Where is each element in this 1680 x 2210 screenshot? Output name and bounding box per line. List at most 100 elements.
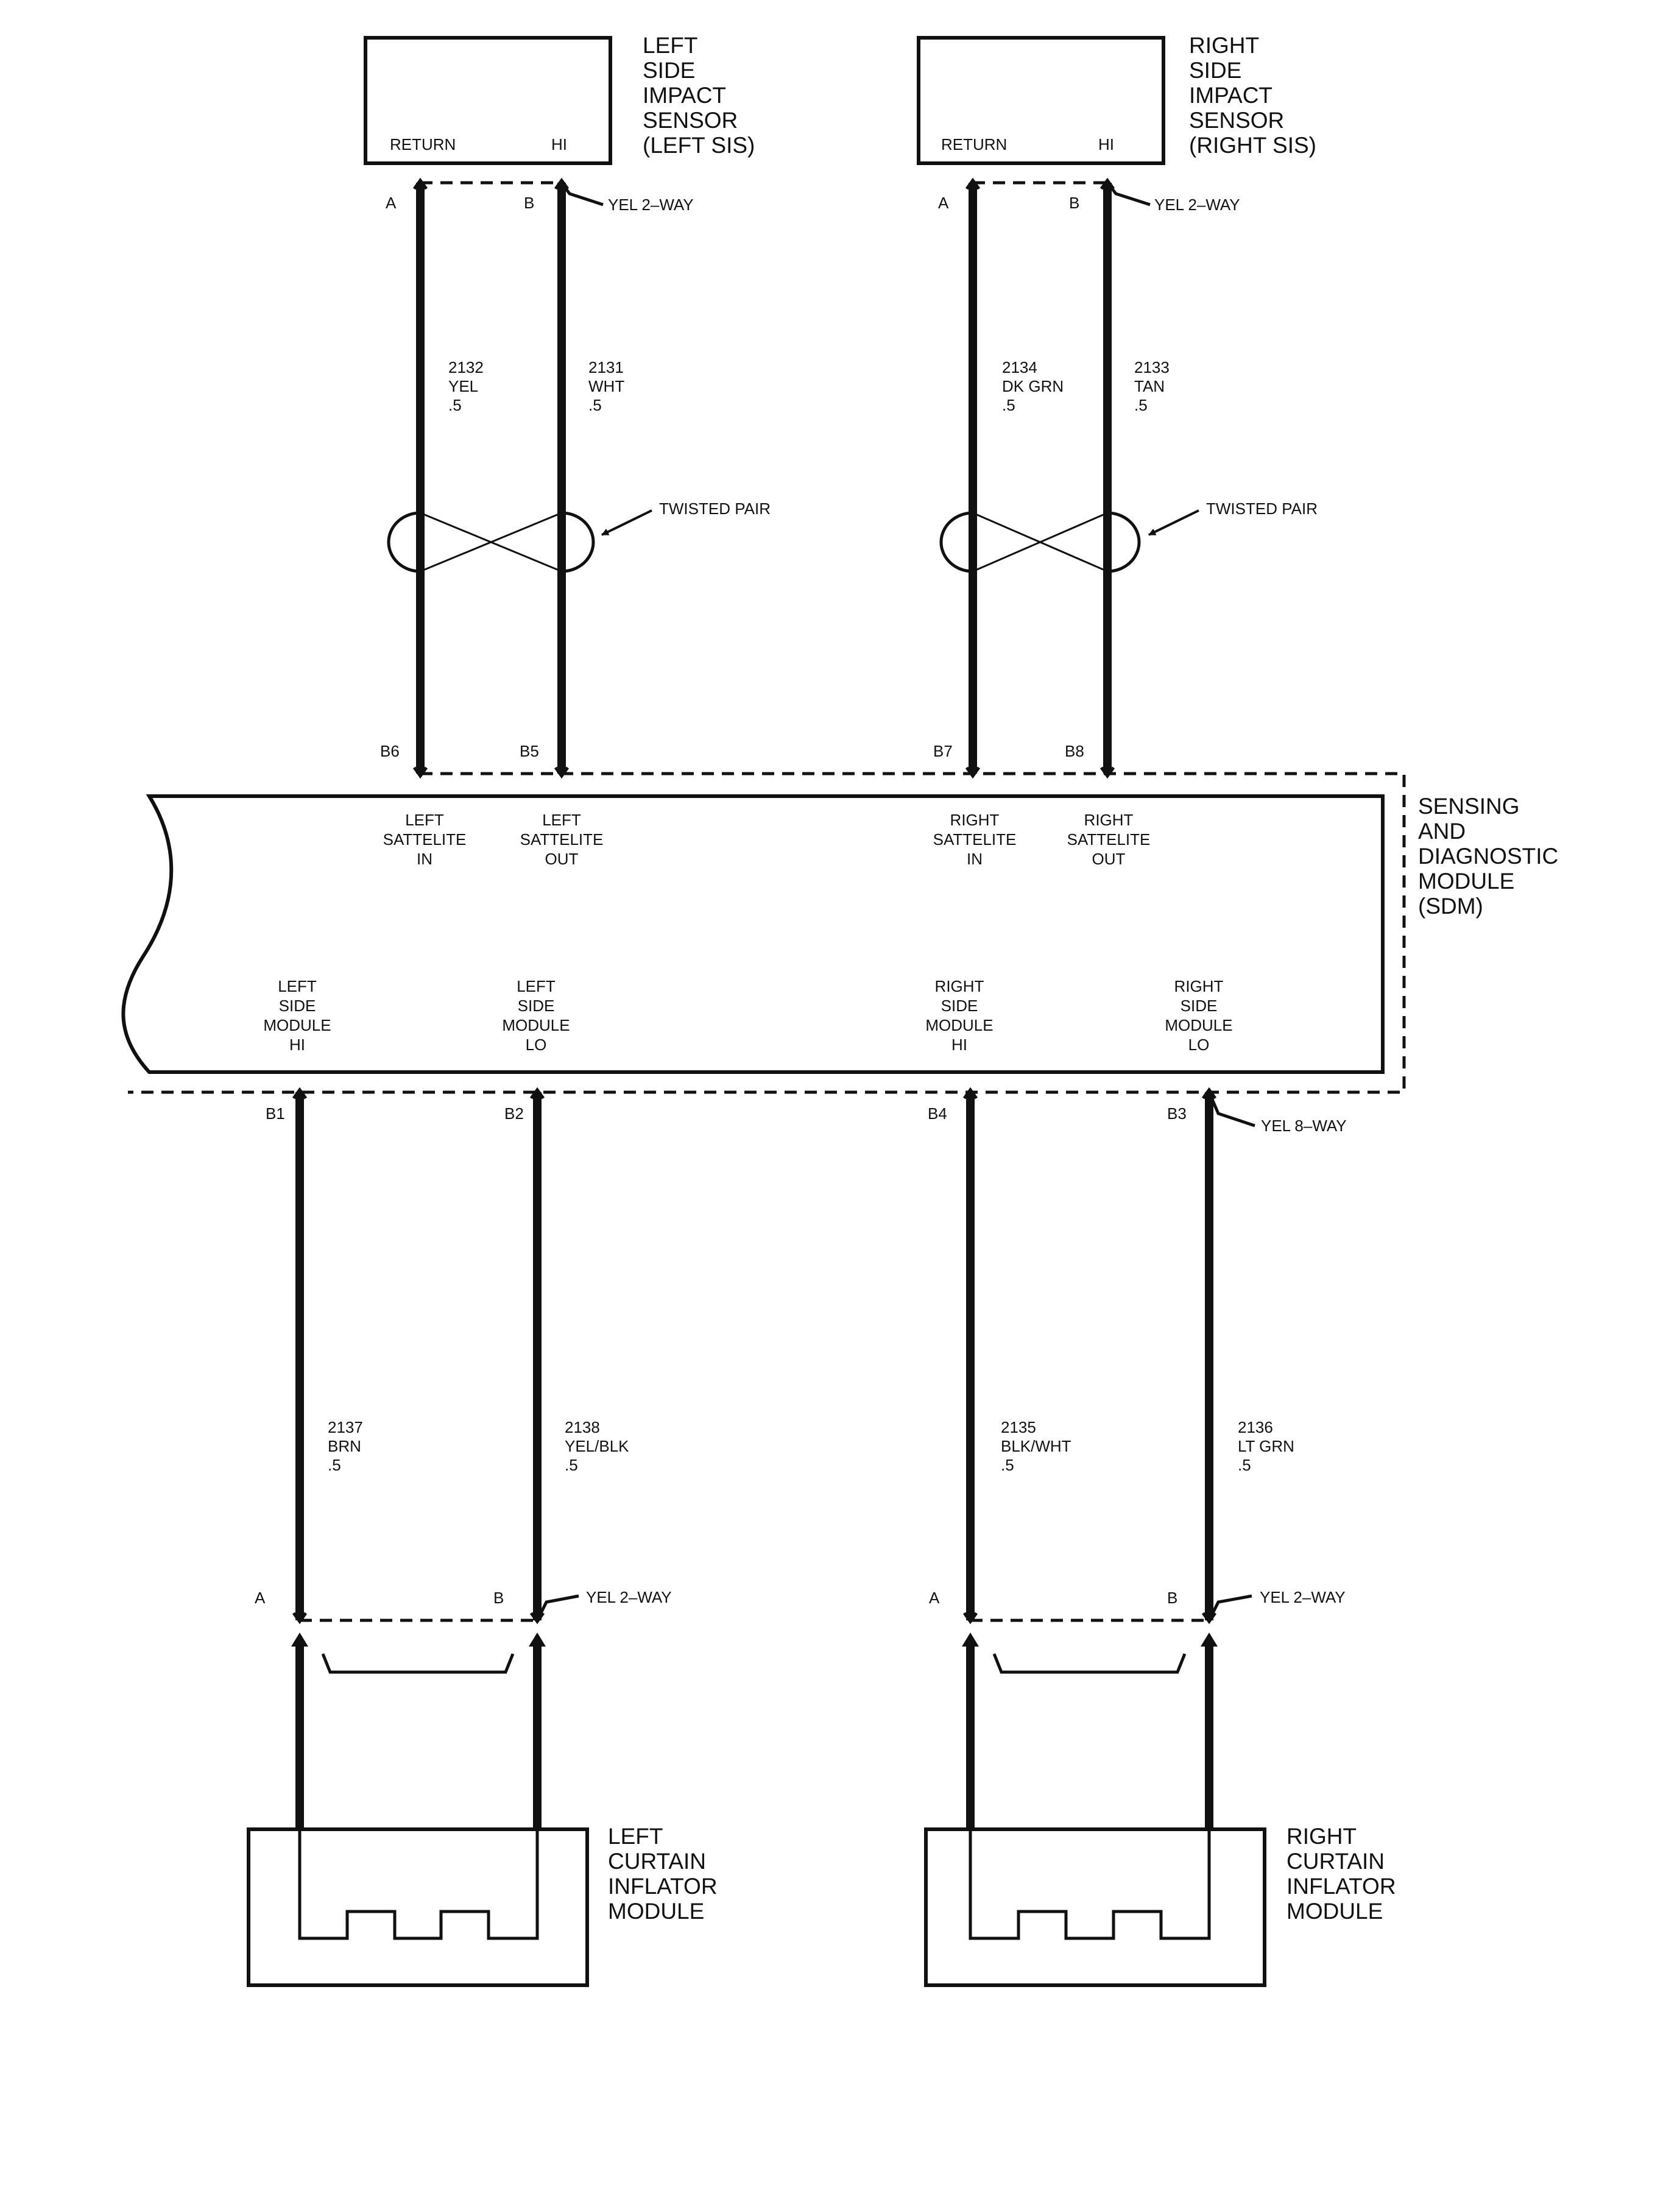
wire-2131-gauge: .5 (588, 396, 602, 414)
wire-2137-circuit: 2137 (328, 1418, 363, 1436)
sdm-name-line-4: MODULE (1418, 869, 1514, 894)
sdm-pin-b4: B4 (928, 1104, 947, 1123)
wire-2132-color: YEL (448, 377, 478, 395)
right-cim-name-line-2: CURTAIN (1286, 1849, 1385, 1874)
wire-2135-color: BLK/WHT (1001, 1437, 1071, 1455)
wire-2138-color: YEL/BLK (565, 1437, 629, 1455)
sdm-left-side-module-lo-line-1: LEFT (517, 977, 556, 995)
right-sis-name-line-5: (RIGHT SIS) (1189, 133, 1316, 158)
left-sis-name-line-2: SIDE (643, 58, 695, 83)
sdm-pin-b5: B5 (520, 742, 539, 760)
wire-2134-color: DK GRN (1002, 377, 1064, 395)
sdm-pin-b1: B1 (266, 1104, 285, 1123)
sdm-right-sattelite-out-line-1: RIGHT (1084, 811, 1134, 829)
left-cim-connector-label: YEL 2–WAY (586, 1588, 672, 1606)
left-cim-pin-a: A (255, 1589, 266, 1607)
wire-2138-gauge: .5 (565, 1456, 578, 1474)
left-cim-name-line-1: LEFT (608, 1824, 663, 1849)
cim-lead-wires (291, 1633, 1218, 1829)
right-sis-name-line-3: IMPACT (1189, 83, 1272, 108)
sdm-right-sattelite-in-line-2: SATTELITE (933, 830, 1017, 849)
right-sis-name-line-2: SIDE (1189, 58, 1241, 83)
sdm-name-line-2: AND (1418, 819, 1466, 844)
left-sis-name-line-4: SENSOR (643, 108, 738, 133)
wire-2132-circuit: 2132 (448, 358, 484, 376)
right-cim-pin-b: B (1167, 1589, 1177, 1607)
left-cim-name-line-3: INFLATOR (608, 1874, 718, 1899)
upper-wire-labels: 2132 YEL .5 2131 WHT .5 2134 DK GRN .5 2… (448, 358, 1170, 414)
sdm-left-side-module-hi-line-4: HI (289, 1036, 305, 1054)
sdm-pin-b7: B7 (933, 742, 953, 760)
sdm-left-sattelite-in-line-2: SATTELITE (383, 830, 467, 849)
right-sis-pin-a: A (938, 194, 949, 212)
sdm-left-side-module-hi-line-3: MODULE (263, 1016, 331, 1034)
sdm-right-side-module-hi-line-2: SIDE (941, 997, 978, 1015)
left-cim-squib-icon (298, 1829, 539, 1940)
right-sis-connector: YEL 2–WAY A B (938, 181, 1240, 214)
wire-2133-circuit: 2133 (1134, 358, 1170, 376)
wire-2135-circuit: 2135 (1001, 1418, 1036, 1436)
sdm-left-side-module-lo-line-2: SIDE (518, 997, 555, 1015)
sdm-right-sattelite-out-line-3: OUT (1092, 850, 1126, 868)
sdm-left-side-module-hi-line-1: LEFT (278, 977, 317, 995)
right-twisted-pair-label: TWISTED PAIR (1206, 500, 1318, 518)
wire-2134-gauge: .5 (1002, 396, 1015, 414)
sdm-left-sattelite-out-line-2: SATTELITE (520, 830, 604, 849)
sdm-name-line-1: SENSING (1418, 794, 1520, 819)
sdm-left-side-module-hi-line-2: SIDE (279, 997, 316, 1015)
upper-wires (412, 177, 1115, 774)
wire-2133-color: TAN (1134, 377, 1165, 395)
sdm-right-side-module-lo-line-1: RIGHT (1174, 977, 1224, 995)
right-twisted-pair-symbol: TWISTED PAIR (939, 500, 1318, 573)
lower-wire-labels: 2137 BRN .5 2138 YEL/BLK .5 2135 BLK/WHT… (328, 1418, 1294, 1474)
right-side-impact-sensor: RETURN HI RIGHT SIDE IMPACT SENSOR (RIGH… (917, 33, 1316, 165)
sdm-right-side-module-lo-line-2: SIDE (1181, 997, 1218, 1015)
sdm-left-side-module-lo-line-3: MODULE (502, 1016, 570, 1034)
wire-2133-gauge: .5 (1134, 396, 1148, 414)
right-cim-name-line-4: MODULE (1286, 1899, 1383, 1924)
right-cim-name-line-1: RIGHT (1286, 1824, 1357, 1849)
wire-2135-gauge: .5 (1001, 1456, 1014, 1474)
sdm-right-sattelite-in-line-3: IN (967, 850, 983, 868)
wire-2132-gauge: .5 (448, 396, 462, 414)
right-sis-name-line-4: SENSOR (1189, 108, 1284, 133)
sdm-name-line-3: DIAGNOSTIC (1418, 844, 1558, 869)
left-curtain-inflator-module: LEFT CURTAIN INFLATOR MODULE (247, 1824, 718, 1987)
wire-2134-circuit: 2134 (1002, 358, 1037, 376)
sdm-left-sattelite-in-line-1: LEFT (405, 811, 444, 829)
right-cim-connector-label: YEL 2–WAY (1260, 1588, 1346, 1606)
sdm-pin-b6: B6 (380, 742, 400, 760)
sdm-right-sattelite-out-line-2: SATTELITE (1067, 830, 1151, 849)
wire-2138-circuit: 2138 (565, 1418, 600, 1436)
left-sis-name-line-1: LEFT (643, 33, 697, 58)
sdm-right-side-module-lo-line-4: LO (1188, 1036, 1210, 1054)
left-sis-connector-label: YEL 2–WAY (608, 196, 694, 214)
wire-2131-color: WHT (588, 377, 624, 395)
left-side-impact-sensor: RETURN HI LEFT SIDE IMPACT SENSOR (LEFT … (364, 33, 755, 165)
sdm-right-side-module-hi-line-4: HI (951, 1036, 967, 1054)
left-sis-name-line-5: (LEFT SIS) (643, 133, 755, 158)
sdm-name-line-5: (SDM) (1418, 894, 1483, 919)
left-twisted-pair-symbol: TWISTED PAIR (387, 500, 771, 573)
sdm-right-side-module-hi-line-3: MODULE (925, 1016, 993, 1034)
sdm-left-sattelite-out-line-1: LEFT (542, 811, 581, 829)
right-sis-pin-b: B (1069, 194, 1079, 212)
right-curtain-inflator-module: RIGHT CURTAIN INFLATOR MODULE (924, 1824, 1396, 1987)
sdm-pin-b8: B8 (1065, 742, 1084, 760)
sensing-diagnostic-module: SENSING AND DIAGNOSTIC MODULE (SDM) LEFT… (121, 742, 1558, 1135)
wire-2136-circuit: 2136 (1238, 1418, 1273, 1436)
lower-wires (292, 1087, 1217, 1625)
sdm-left-sattelite-out-line-3: OUT (545, 850, 579, 868)
sdm-left-sattelite-in-line-3: IN (417, 850, 432, 868)
wire-2131-circuit: 2131 (588, 358, 624, 376)
left-sis-hi-pin-label: HI (551, 135, 567, 154)
wire-2136-gauge: .5 (1238, 1456, 1251, 1474)
right-sis-hi-pin-label: HI (1098, 135, 1114, 154)
sdm-right-side-module-lo-line-3: MODULE (1165, 1016, 1232, 1034)
wire-2137-color: BRN (328, 1437, 361, 1455)
left-cim-connector: YEL 2–WAY A B (255, 1588, 672, 1674)
sdm-connector-label: YEL 8–WAY (1261, 1117, 1347, 1135)
left-sis-name-line-3: IMPACT (643, 83, 726, 108)
